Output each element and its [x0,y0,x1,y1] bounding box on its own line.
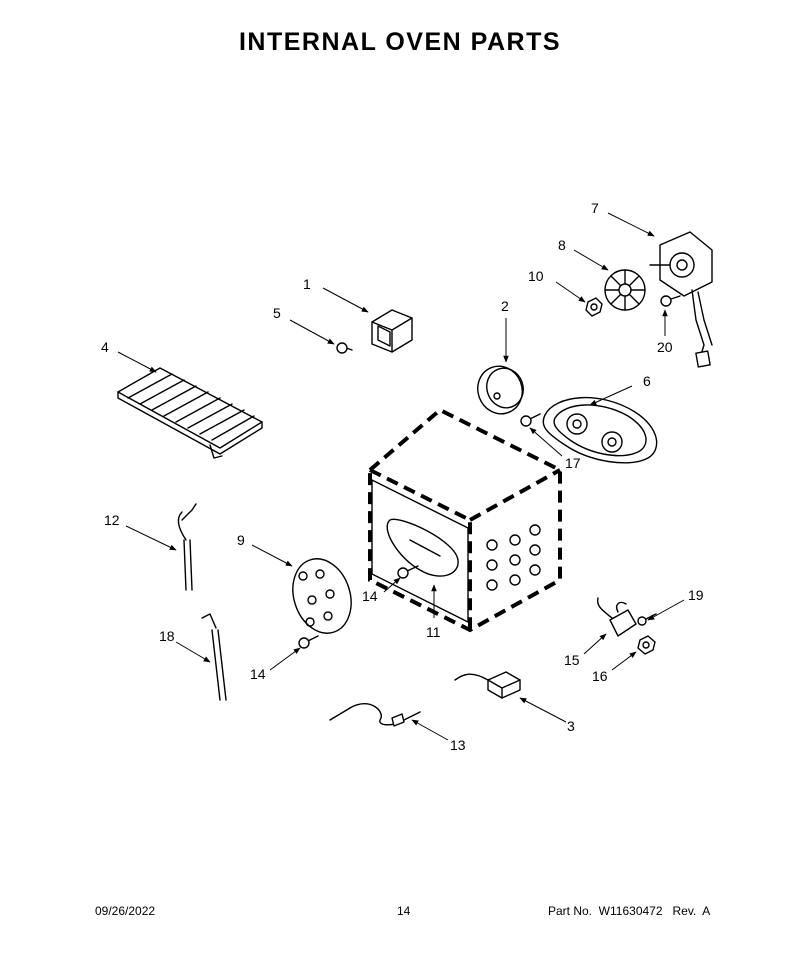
part-fan-cover [477,365,524,415]
callout-15: 15 [564,652,580,668]
callout-2: 2 [501,298,509,314]
callout-5: 5 [273,305,281,321]
page-title: INTERNAL OVEN PARTS [238,28,562,56]
callout-10: 10 [528,268,544,284]
callout-3: 3 [567,718,575,734]
callout-17: 17 [565,455,581,471]
leader-arrows [117,212,685,741]
callout-14b: 14 [250,666,266,682]
callout-6: 6 [643,373,651,389]
callout-11: 11 [426,624,441,640]
part-screw-19 [637,613,657,626]
part-convection-baffle [542,396,658,464]
part-oven-rack [117,367,263,459]
part-sensor-15 [596,597,637,637]
part-rear-panel [292,558,352,634]
callout-14a: 14 [362,588,378,604]
part-screw-20 [660,295,681,307]
callout-8: 8 [558,237,566,253]
part-thermal-cutout [454,671,521,699]
callout-19: 19 [688,587,704,603]
part-screw-17 [520,413,541,427]
footer-date: 09/26/2022 [95,904,156,918]
part-nut-10 [585,297,603,317]
part-screw-14b [298,635,319,649]
callout-4: 4 [101,339,109,355]
callout-1: 1 [303,276,311,292]
callout-13: 13 [450,737,466,753]
part-fan-blade [604,269,646,311]
footer-page-number: 14 [397,904,411,918]
part-sensor-18 [201,613,227,701]
callout-12: 12 [104,512,120,528]
part-nut-16 [637,635,656,655]
callout-18: 18 [159,628,175,644]
oven-cavity [368,407,562,633]
part-convection-motor [649,231,713,368]
footer-part-number: Part No. W11630472 Rev. A [548,904,711,918]
part-screw-5 [336,342,353,354]
part-bracket [371,309,413,353]
part-meat-probe [329,702,421,727]
callout-7: 7 [591,200,599,216]
part-sensor-12 [177,503,197,591]
part-screw-14a [397,565,419,579]
callout-20: 20 [657,339,673,355]
callout-9: 9 [237,532,245,548]
callout-16: 16 [592,668,608,684]
